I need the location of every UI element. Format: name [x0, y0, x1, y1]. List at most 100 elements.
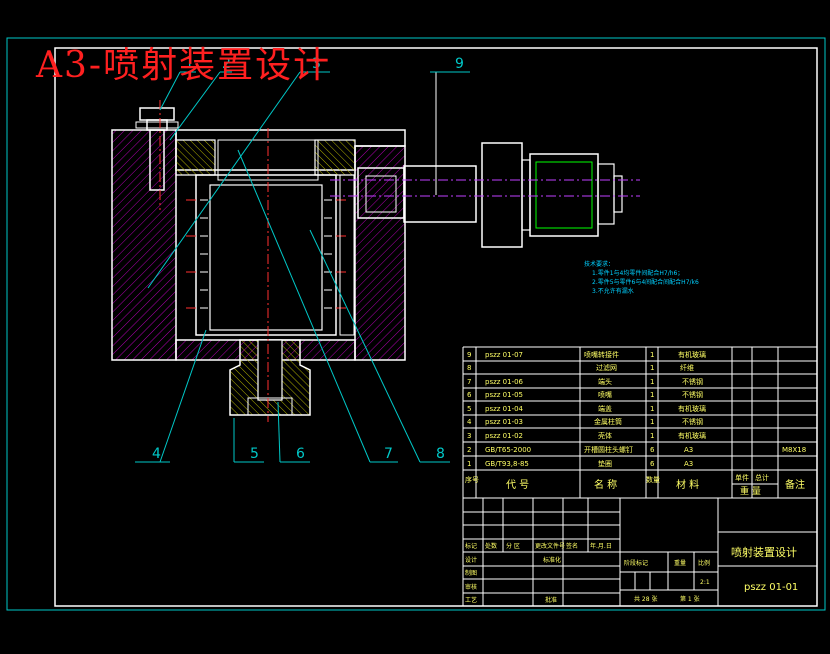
bom-qty-4: 1 [650, 418, 654, 426]
bom-header-code: 代 号 [506, 479, 529, 491]
tech-req-line-1: 1.零件1与4均零件间配合H7/h6； [592, 269, 683, 277]
bom-mat-5: 有机玻璃 [678, 404, 706, 413]
bom-qty-2: 6 [650, 446, 655, 454]
bom-no-9: 9 [467, 351, 471, 359]
bom-mat-3: 有机玻璃 [678, 431, 706, 440]
bom-text: 9 pszz 01-07 喷嘴转接件 1 有机玻璃 8 过滤网 1 纤维 7 p… [467, 350, 806, 468]
scale-label: 比例 [698, 559, 710, 567]
rev-label-date: 年.月.日 [590, 542, 612, 550]
bom-code-6: pszz 01-05 [485, 391, 523, 399]
sheet-count: 共 28 张 [634, 595, 657, 603]
tech-req-heading: 技术要求： [584, 260, 614, 268]
bom-name-1: 垫圈 [598, 459, 612, 468]
bom-mat-7: 不锈钢 [682, 377, 703, 386]
bom-header-no: 序号 [465, 475, 479, 484]
balloon-5: 5 [250, 446, 259, 462]
role-standard: 标准化 [543, 556, 561, 564]
bom-no-1: 1 [467, 460, 471, 468]
bom-no-5: 5 [467, 405, 471, 413]
bom-qty-9: 1 [650, 351, 654, 359]
bom-name-5: 端盖 [598, 404, 612, 413]
bom-qty-3: 1 [650, 432, 654, 440]
bom-code-4: pszz 01-03 [485, 418, 523, 426]
bom-name-9: 喷嘴转接件 [584, 350, 619, 359]
balloon-7: 7 [384, 446, 393, 462]
bom-no-3: 3 [467, 432, 471, 440]
bom-no-8: 8 [467, 364, 471, 372]
bom-code-2: GB/T65-2000 [485, 446, 531, 454]
tech-req-line-2: 2.零件5与零件6与4间配合间配合H7/k6 [592, 278, 699, 286]
bom-header-weight: 重 量 [740, 485, 761, 497]
rev-label-mark: 标记 [465, 542, 477, 550]
weight-label: 重量 [674, 559, 686, 567]
tech-req-line-3: 3.不允许有漏水 [592, 287, 634, 295]
bom-mat-8: 纤维 [680, 363, 694, 372]
title-block-text: 标记 处数 分 区 更改文件号 签名 年.月.日 设计 标准化 制图 审核 工艺… [465, 542, 710, 604]
bom-code-7: pszz 01-06 [485, 378, 524, 386]
bom-header-material: 材 料 [676, 478, 699, 491]
bom-header-qty: 数量 [646, 475, 660, 484]
bom-qty-8: 1 [650, 364, 654, 372]
bom-code-3: pszz 01-02 [485, 432, 523, 440]
bom-mat-6: 不锈钢 [682, 390, 703, 399]
drawing-name: 喷射装置设计 [731, 545, 797, 559]
bom-name-8: 过滤网 [596, 363, 617, 372]
bom-no-4: 4 [467, 418, 472, 426]
bom-header-note: 备注 [785, 478, 805, 491]
bom-table [462, 346, 817, 499]
title-block-grid [462, 497, 818, 607]
balloon-1: 1 [185, 56, 194, 72]
bom-qty-1: 6 [650, 460, 655, 468]
bom-header: 序号 代 号 名 称 数量 材 料 单件 总计 重 量 备注 [465, 473, 805, 497]
bom-header-total-weight: 总计 [755, 473, 769, 482]
rev-label-zone: 分 区 [506, 542, 520, 550]
bom-name-7: 端头 [598, 377, 612, 386]
bom-qty-6: 1 [650, 391, 654, 399]
balloon-3: 3 [312, 56, 321, 72]
scale-value: 2:1 [700, 579, 710, 586]
technical-requirements: 技术要求： 1.零件1与4均零件间配合H7/h6； 2.零件5与零件6与4间配合… [584, 260, 699, 295]
inner-border [54, 47, 818, 607]
leader-lines [135, 71, 470, 463]
bom-mat-4: 不锈钢 [682, 417, 703, 426]
outlet-fitting [330, 72, 640, 248]
bom-qty-5: 1 [650, 405, 654, 413]
rev-label-file: 更改文件号 [535, 542, 565, 550]
sheet-number: 第 1 张 [680, 595, 700, 603]
balloon-9: 9 [455, 56, 464, 72]
outer-frame [6, 37, 826, 611]
role-design: 设计 [465, 556, 477, 564]
bom-no-2: 2 [467, 446, 471, 454]
balloon-4: 4 [152, 446, 161, 462]
bom-header-name: 名 称 [594, 478, 617, 491]
drawing-title: A3-喷射装置设计 [36, 45, 332, 86]
drawing-number: pszz 01-01 [744, 582, 798, 593]
balloon-8: 8 [436, 446, 445, 462]
bom-qty-7: 1 [650, 378, 654, 386]
bom-name-3: 壳体 [598, 431, 612, 440]
role-check: 审核 [465, 583, 477, 591]
bom-code-9: pszz 01-07 [485, 351, 523, 359]
bom-mat-2: A3 [684, 446, 693, 454]
balloon-2: 2 [222, 56, 231, 72]
bom-note-2: M8X18 [782, 446, 806, 454]
stage-label: 阶段标记 [624, 559, 648, 567]
rev-label-sign: 签名 [566, 542, 578, 550]
role-approve: 批准 [545, 596, 557, 604]
rev-label-count: 处数 [485, 542, 497, 550]
bom-name-4: 金属柱筒 [594, 417, 622, 426]
assembly-section [111, 100, 406, 422]
bom-mat-9: 有机玻璃 [678, 350, 706, 359]
role-process: 工艺 [465, 596, 477, 604]
bom-no-6: 6 [467, 391, 472, 399]
balloon-6: 6 [296, 446, 305, 462]
bom-header-unit-weight: 单件 [735, 473, 749, 482]
role-draft: 制图 [465, 569, 477, 577]
bom-name-2: 开槽圆柱头螺钉 [584, 445, 633, 454]
part-balloons: 1 2 3 4 5 6 7 8 9 [152, 56, 464, 462]
bom-name-6: 喷嘴 [598, 390, 612, 399]
bom-code-5: pszz 01-04 [485, 405, 524, 413]
bom-mat-1: A3 [684, 460, 693, 468]
bom-code-1: GB/T93,8-85 [485, 460, 529, 468]
